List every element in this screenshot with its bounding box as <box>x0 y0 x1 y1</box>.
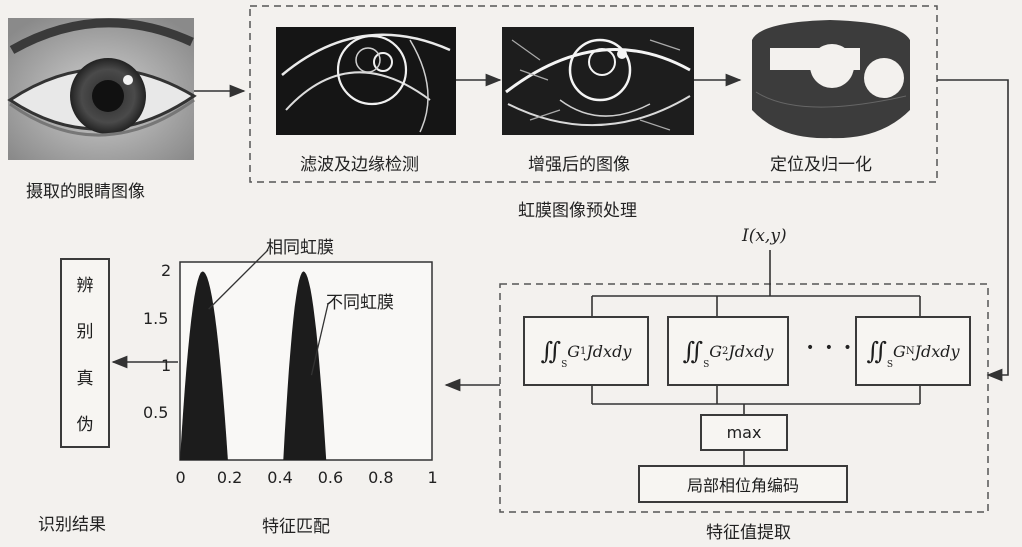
result-char: 真 <box>76 368 94 389</box>
result-char: 伪 <box>76 415 94 436</box>
max-box: max <box>700 414 788 451</box>
leader-line-same <box>208 249 269 310</box>
distribution-peak-1 <box>283 271 327 460</box>
eye-caption: 摄取的眼睛图像 <box>26 182 145 202</box>
leader-line-different <box>310 303 329 376</box>
max-label: max <box>726 423 762 442</box>
result-caption: 识别结果 <box>38 515 106 535</box>
feature-group-caption: 特征值提取 <box>706 523 791 543</box>
stage-caption-normalize: 定位及归一化 <box>770 155 872 175</box>
x-tick-label: 0.2 <box>216 468 243 487</box>
feature-group-box <box>499 283 989 513</box>
preprocess-group-caption: 虹膜图像预处理 <box>518 201 637 221</box>
x-tick-label: 0.4 <box>267 468 293 487</box>
stage-caption-enhance: 增强后的图像 <box>528 155 630 175</box>
ellipsis-dots: • • • <box>806 340 855 356</box>
distribution-peak-0 <box>180 271 228 460</box>
y-tick-label: 1.5 <box>143 308 169 328</box>
result-char: 辨 <box>76 275 94 296</box>
result-box: 辨 别 真 伪 <box>60 258 110 448</box>
input-symbol: I(x,y) <box>742 226 787 246</box>
result-char: 别 <box>76 322 94 343</box>
phase-encoding-box: 局部相位角编码 <box>638 465 848 503</box>
chart-caption: 特征匹配 <box>262 517 330 537</box>
y-tick-label: 2 <box>161 261 172 281</box>
x-tick-label: 1 <box>427 468 438 487</box>
x-tick-label: 0.6 <box>317 468 344 487</box>
x-tick-label: 0.8 <box>368 468 394 487</box>
y-tick-label: 1 <box>161 355 172 375</box>
series-label-different: 不同虹膜 <box>326 293 394 313</box>
phase-encoding-label: 局部相位角编码 <box>686 476 799 495</box>
x-tick-label: 0 <box>175 468 186 487</box>
series-label-same: 相同虹膜 <box>266 238 334 258</box>
stage-caption-filter: 滤波及边缘检测 <box>300 155 419 175</box>
arrow-preprocess-to-feature <box>937 79 1009 382</box>
preprocess-group-box <box>249 5 938 183</box>
y-tick-label: 0.5 <box>143 402 169 422</box>
